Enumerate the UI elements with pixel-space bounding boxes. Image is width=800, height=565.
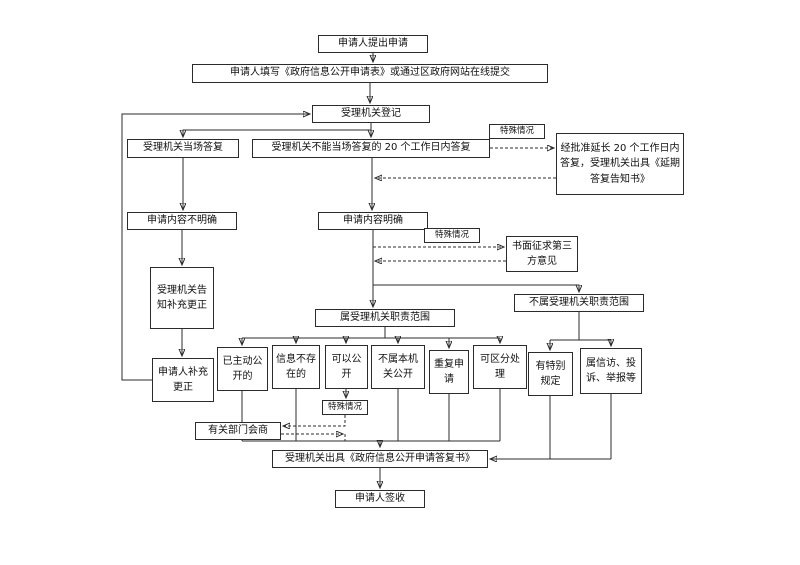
node-clear: 申请内容明确 (318, 212, 428, 230)
node-apply: 申请人提出申请 (318, 35, 428, 53)
node-repeat: 重复申请 (429, 350, 469, 394)
edge-inscope-riser (242, 327, 500, 339)
node-special2: 特殊情况 (424, 228, 480, 243)
node-notify: 受理机关告知补充更正 (150, 267, 214, 329)
node-reply: 受理机关出具《政府信息公开申请答复书》 (272, 450, 488, 468)
node-unclear: 申请内容不明确 (127, 212, 237, 230)
edge-right-collector (549, 394, 612, 459)
node-thirdparty: 书面征求第三方意见 (506, 236, 578, 272)
node-notexist: 信息不存在的 (272, 345, 320, 389)
node-sign: 申请人签收 (335, 490, 425, 508)
node-onspot: 受理机关当场答复 (127, 139, 239, 158)
node-specialrule: 有特别规定 (528, 352, 573, 396)
node-distinguish: 可区分处理 (473, 345, 527, 389)
node-special3: 特殊情况 (322, 400, 368, 415)
node-special1: 特殊情况 (489, 124, 545, 139)
node-supplement: 申请人补充更正 (152, 358, 214, 402)
edge-register-onspot (183, 129, 371, 136)
node-inscope: 属受理机关职责范围 (315, 309, 455, 327)
edge-outscope-riser (550, 312, 611, 341)
node-within20: 受理机关不能当场答复的 20 个工作日内答复 (252, 139, 490, 158)
node-outscope: 不属受理机关职责范围 (514, 294, 644, 312)
node-register: 受理机关登记 (312, 105, 430, 123)
node-proactive: 已主动公开的 (217, 347, 268, 391)
node-notthis: 不属本机关公开 (371, 345, 425, 389)
node-petition: 属信访、投诉、举报等 (580, 348, 642, 394)
node-canopen: 可以公开 (325, 345, 368, 389)
node-extend: 经批准延长 20 个工作日内答复，受理机关出具《延期答复告知书》 (556, 133, 684, 195)
node-fill: 申请人填写《政府信息公开申请表》或通过区政府网站在线提交 (192, 64, 548, 83)
node-consult: 有关部门会商 (195, 422, 281, 440)
edge-special3-consult (284, 415, 346, 426)
edge-clear-outscope (373, 284, 579, 291)
